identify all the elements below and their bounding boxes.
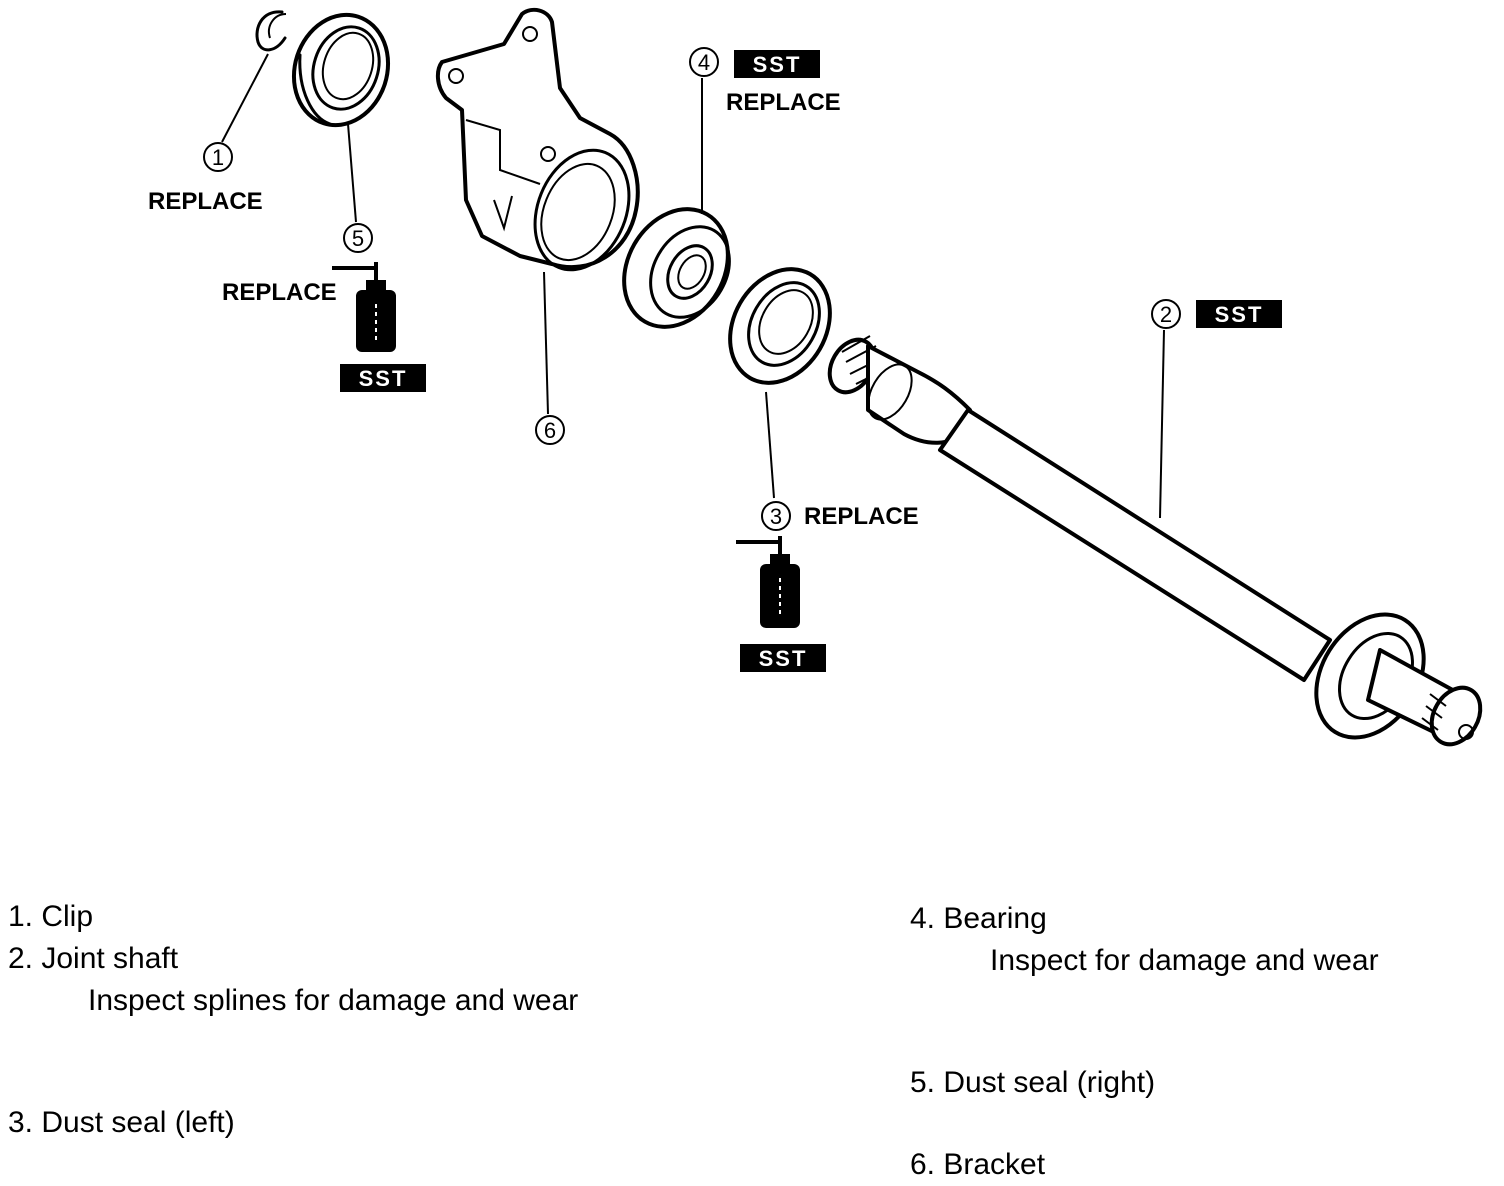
callout-6: 6 [535,415,565,445]
callout-4: 4 [689,47,719,77]
svg-text:SST: SST [359,366,408,391]
sst-badge-4: SST [734,50,820,78]
leader-line-6 [543,271,549,415]
svg-text:SST: SST [753,52,802,77]
sst-badge-2: SST [1196,300,1282,328]
svg-text:4: 4 [698,50,710,75]
grease-tube-3-icon [736,536,800,628]
sst-badge-3: SST [740,644,826,672]
svg-text:6: 6 [544,418,556,443]
svg-text:3: 3 [770,504,782,529]
bracket-part [435,7,640,272]
grease-tube-5-icon [332,262,396,352]
clip-part [255,10,287,52]
svg-text:REPLACE: REPLACE [222,279,337,306]
dust-seal-right-part [291,12,391,128]
svg-text:SST: SST [759,646,808,671]
callout-1: 1 REPLACE [148,142,263,215]
joint-shaft-part [827,335,1483,747]
legend-item-clip: 1. Clip [8,900,94,933]
leader-line-2 [1159,329,1165,519]
bearing-part [622,207,731,329]
legend-item-dust-seal-left: 3. Dust seal (left) [8,1106,235,1139]
legend-item-bracket: 6. Bracket [910,1148,1046,1181]
callout-2: 2 [1151,299,1181,329]
leader-line-1 [221,53,269,143]
leader-line-3 [765,391,775,499]
exploded-view-diagram: 1 REPLACE 5 REPLACE SST 6 [148,7,1483,747]
dust-seal-left-part [728,267,832,385]
svg-text:2: 2 [1160,302,1172,327]
legend-note-bearing: Inspect for damage and wear [990,944,1379,977]
svg-text:REPLACE: REPLACE [804,503,919,530]
svg-text:5: 5 [352,226,364,251]
replace-note-4: REPLACE [726,89,841,116]
legend-item-bearing: 4. Bearing [910,902,1047,935]
legend-note-joint-shaft: Inspect splines for damage and wear [88,984,579,1017]
callout-3: 3 REPLACE [761,501,919,531]
svg-text:1: 1 [212,145,224,170]
svg-text:SST: SST [1215,302,1264,327]
legend-item-dust-seal-right: 5. Dust seal (right) [910,1066,1156,1099]
callout-5: 5 REPLACE [222,223,373,306]
svg-text:REPLACE: REPLACE [148,188,263,215]
legend-item-joint-shaft: 2. Joint shaft [8,942,179,975]
sst-badge-5: SST [340,364,426,392]
leader-line-5 [347,123,357,223]
